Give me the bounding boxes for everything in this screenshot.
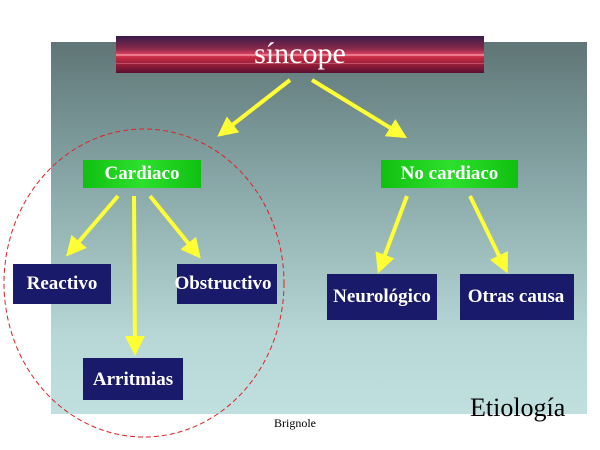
arrow-title-to-non-cardiac xyxy=(310,78,408,139)
diagram-title: síncope xyxy=(254,37,346,70)
arrow-cardiac-to-arrhythmias xyxy=(124,195,145,356)
node-cardiac: Cardiaco xyxy=(83,160,201,188)
cardiac-group-ellipse xyxy=(3,128,285,438)
node-non-cardiac: No cardiaco xyxy=(381,160,518,188)
arrow-title-to-cardiac xyxy=(217,78,292,137)
node-neurological: Neurológico xyxy=(327,274,437,320)
slide-label: Etiología xyxy=(470,393,566,422)
arrow-non-cardiac-to-other-causes xyxy=(468,195,508,274)
source-attribution: Brignole xyxy=(274,416,316,430)
title-banner: síncope xyxy=(116,36,484,73)
arrow-non-cardiac-to-neurological xyxy=(375,195,409,274)
node-arrhythmias: Arritmias xyxy=(83,358,183,400)
arrow-cardiac-to-reactive xyxy=(66,194,120,257)
arrow-cardiac-to-obstructive xyxy=(148,194,201,259)
node-reactive: Reactivo xyxy=(13,264,111,304)
node-other-causes: Otras causa xyxy=(460,274,574,320)
node-obstructive: Obstructivo xyxy=(174,264,277,304)
